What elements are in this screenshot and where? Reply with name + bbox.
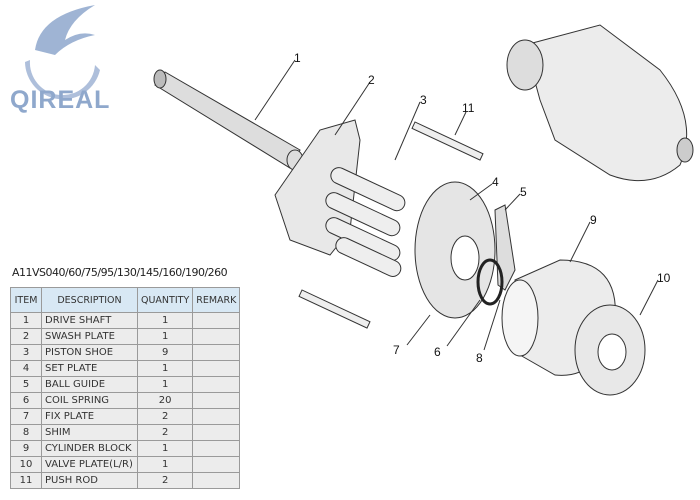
piston-shoes — [325, 167, 406, 277]
table-title: A11VS040/60/75/95/130/145/160/190/260 — [12, 266, 228, 279]
cell-remark — [192, 472, 241, 489]
callout-7: 7 — [393, 343, 400, 357]
cell-description: VALVE PLATE(L/R) — [41, 456, 138, 473]
cell-item: 6 — [10, 392, 42, 409]
header-remark: REMARK — [192, 287, 241, 313]
cell-quantity: 2 — [136, 408, 194, 425]
callout-4: 4 — [492, 175, 499, 189]
cell-item: 10 — [10, 456, 42, 473]
cell-remark — [192, 344, 241, 361]
cell-quantity: 1 — [136, 440, 194, 457]
table-header-row: ITEM DESCRIPTION QUANTITY REMARK — [10, 287, 241, 313]
cell-description: SET PLATE — [41, 360, 138, 377]
cell-quantity: 1 — [136, 360, 194, 377]
set-plate — [414, 181, 496, 319]
cell-remark — [192, 440, 241, 457]
cell-remark — [192, 376, 241, 393]
header-description: DESCRIPTION — [41, 287, 138, 313]
callout-6: 6 — [434, 345, 441, 359]
logo-text: QIREAL — [10, 86, 111, 114]
cell-description: COIL SPRING — [41, 392, 138, 409]
header-item: ITEM — [10, 287, 42, 313]
callout-5: 5 — [520, 185, 527, 199]
callout-1: 1 — [294, 51, 301, 65]
cell-remark — [192, 424, 241, 441]
header-quantity: QUANTITY — [136, 287, 194, 313]
cell-item: 4 — [10, 360, 42, 377]
cell-description: PISTON SHOE — [41, 344, 138, 361]
cell-quantity: 20 — [136, 392, 194, 409]
drive-shaft — [153, 69, 304, 171]
coil-spring — [476, 258, 504, 306]
cell-quantity: 1 — [136, 328, 194, 345]
callout-11: 11 — [462, 101, 475, 115]
cell-description: CYLINDER BLOCK — [41, 440, 138, 457]
callout-2: 2 — [368, 73, 375, 87]
cell-remark — [192, 408, 241, 425]
assembled-pump — [506, 24, 694, 182]
cell-quantity: 1 — [136, 376, 194, 393]
cell-quantity: 2 — [136, 472, 194, 489]
cell-item: 9 — [10, 440, 42, 457]
cell-item: 8 — [10, 424, 42, 441]
cell-remark — [192, 328, 241, 345]
cell-remark — [192, 312, 241, 329]
cell-quantity: 2 — [136, 424, 194, 441]
cell-description: PUSH ROD — [41, 472, 138, 489]
cell-item: 3 — [10, 344, 42, 361]
callout-3: 3 — [420, 93, 427, 107]
ball-guide — [494, 204, 516, 291]
cell-quantity: 9 — [136, 344, 194, 361]
logo-gear-icon — [25, 5, 100, 100]
cell-description: SHIM — [41, 424, 138, 441]
cell-remark — [192, 392, 241, 409]
valve-plate — [574, 304, 646, 396]
cell-item: 5 — [10, 376, 42, 393]
callout-leaders — [254, 59, 659, 351]
cell-item: 7 — [10, 408, 42, 425]
cell-description: BALL GUIDE — [41, 376, 138, 393]
callout-8: 8 — [476, 351, 483, 365]
cell-description: FIX PLATE — [41, 408, 138, 425]
cell-item: 11 — [10, 472, 42, 489]
callout-10: 10 — [657, 271, 671, 285]
cell-remark — [192, 456, 241, 473]
cell-description: SWASH PLATE — [41, 328, 138, 345]
cell-item: 1 — [10, 312, 42, 329]
cell-quantity: 1 — [136, 456, 194, 473]
push-rods — [298, 121, 484, 329]
cell-description: DRIVE SHAFT — [41, 312, 138, 329]
cell-item: 2 — [10, 328, 42, 345]
callout-labels: 1 2 3 11 4 5 9 10 7 6 8 — [294, 51, 671, 365]
cell-remark — [192, 360, 241, 377]
callout-9: 9 — [590, 213, 597, 227]
cell-quantity: 1 — [136, 312, 194, 329]
